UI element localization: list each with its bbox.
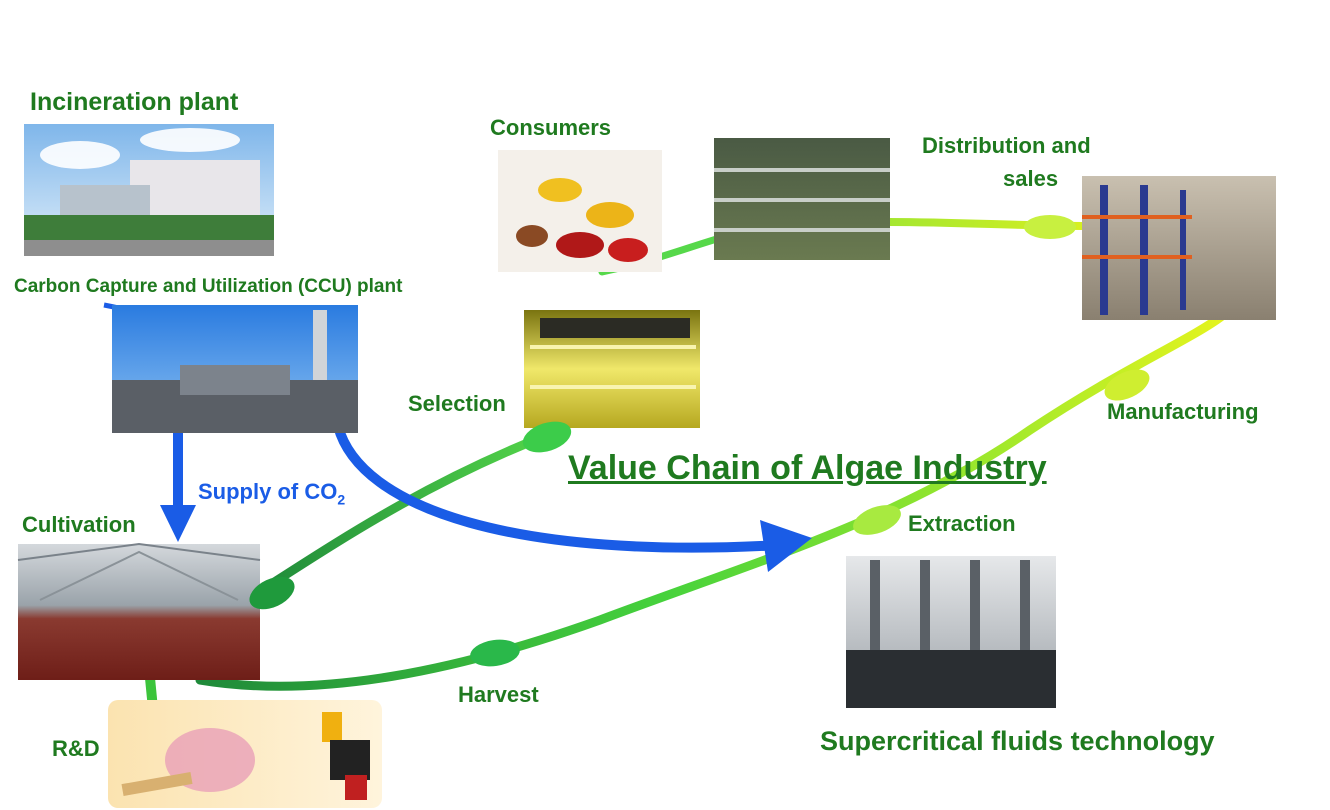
supercritical-image xyxy=(846,556,1056,708)
manufacturing-node xyxy=(1104,369,1150,401)
consumers-image xyxy=(498,150,662,272)
incineration-plant-label: Incineration plant xyxy=(30,88,239,116)
selection-path xyxy=(257,427,560,595)
ccu-plant-label: Carbon Capture and Utilization (CCU) pla… xyxy=(14,276,403,297)
harvest-node xyxy=(470,639,520,667)
cultivation-node xyxy=(249,576,295,610)
ccu-plant-image xyxy=(112,305,358,433)
supply-co2-label: Supply of CO2 xyxy=(198,479,345,507)
manufacturing-label: Manufacturing xyxy=(1107,399,1259,424)
harvest-label: Harvest xyxy=(458,682,539,707)
diagram-title: Value Chain of Algae Industry xyxy=(568,449,1047,487)
cultivation-label: Cultivation xyxy=(22,512,136,537)
rd-image xyxy=(108,700,382,808)
supermarket-image xyxy=(714,138,890,260)
co2-curve-arrow xyxy=(333,421,785,553)
distribution-label-line1: Distribution and xyxy=(922,133,1091,158)
distribution-node xyxy=(1024,215,1076,239)
co2-curve-arrowhead xyxy=(760,520,812,572)
supply-co2-subscript: 2 xyxy=(337,491,346,508)
extraction-label: Extraction xyxy=(908,511,1016,536)
selection-label: Selection xyxy=(408,391,506,416)
selection-node xyxy=(522,421,572,453)
warehouse-image xyxy=(1082,176,1276,320)
co2-down-arrowhead xyxy=(160,505,196,542)
extraction-node xyxy=(853,505,901,535)
consumers-label: Consumers xyxy=(490,115,612,140)
supercritical-label: Supercritical fluids technology xyxy=(820,726,1215,756)
rd-label: R&D xyxy=(52,736,100,761)
cultivation-image xyxy=(17,542,261,680)
selection-image xyxy=(524,310,700,428)
incineration-plant-image xyxy=(24,124,274,256)
supply-co2-text: Supply of CO xyxy=(198,479,338,504)
distribution-label-line2: sales xyxy=(1003,166,1059,191)
